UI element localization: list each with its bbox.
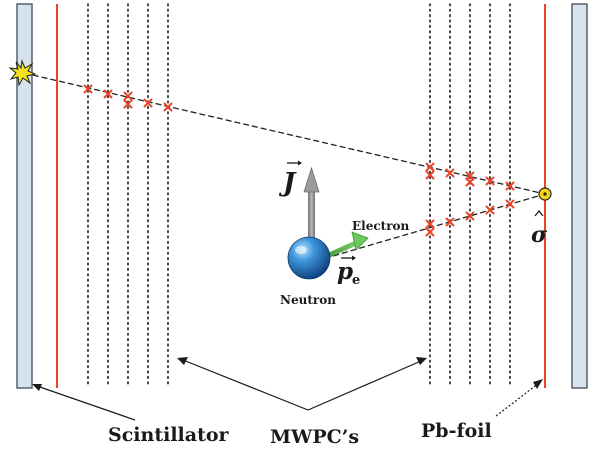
hit-marker [123,91,133,101]
hit-marker [425,219,435,229]
mwpc-pointer-right-head [416,357,427,365]
hit-marker [505,199,515,209]
hit-marker [425,162,435,172]
hit-marker [465,177,475,187]
hit-marker [163,102,173,112]
pb-foil-label: Pb-foil [421,420,492,442]
mwpc-left [87,3,169,385]
scintillator-left [16,3,33,389]
hit-markers [83,84,515,237]
momentum-subscript: e [352,273,360,288]
mwpc-right [429,3,511,385]
scintillator-label: Scintillator [108,424,230,446]
hit-marker [103,89,113,99]
electron-label: Electron [352,219,410,233]
momentum-symbol: p [337,258,353,285]
polarization-symbol: σ [531,222,548,248]
neutron-sphere-icon [287,236,331,280]
hit-marker [425,227,435,237]
spin-symbol: J [278,168,297,198]
hit-marker [485,205,495,215]
hit-marker [425,170,435,180]
track-electron [315,193,546,262]
scintillator-pointer-head [32,384,42,391]
hit-marker [143,98,153,108]
mwpc-label: MWPC’s [270,426,359,448]
scattering-vertex-icon [538,187,552,201]
polarization-label: σ [531,209,548,248]
spin-arrow [303,166,320,250]
hit-marker [485,176,495,186]
pointer-arrows [32,357,543,421]
mwpc-pointer-left [182,359,309,411]
scintillation-flash-icon [8,59,37,87]
hit-marker [445,168,455,178]
neutron-label: Neutron [280,293,336,307]
track-upper [23,72,546,195]
mwpc-pointer-right [307,360,422,411]
hit-marker [505,181,515,191]
hit-marker [465,211,475,221]
hit-marker [445,217,455,227]
hit-marker [83,84,93,94]
hit-marker [123,99,133,109]
mwpc-pointer-left-head [177,357,188,365]
pb-foil-pointer [495,382,540,417]
momentum-label: p e [337,255,360,288]
scintillator-right [571,3,588,389]
spin-label: J [278,160,302,198]
pb-foil-pointer-head [533,379,543,389]
scintillator-pointer [36,385,136,421]
